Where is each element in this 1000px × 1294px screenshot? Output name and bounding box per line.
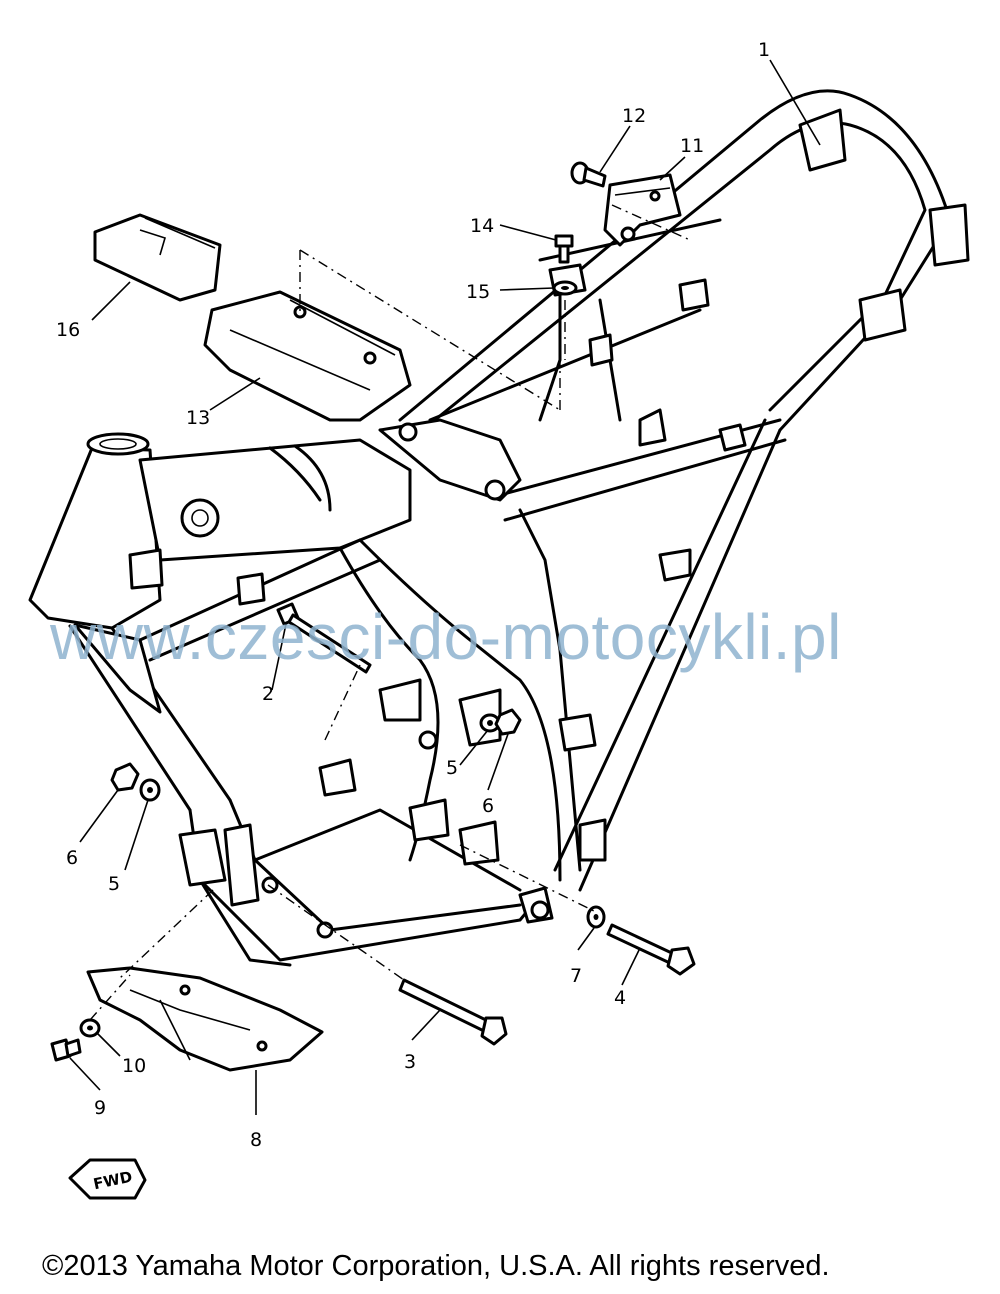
callout-7: 7 bbox=[570, 965, 582, 987]
assembly-lines bbox=[89, 204, 691, 1021]
callout-6a: 6 bbox=[66, 847, 78, 869]
callout-5b: 5 bbox=[446, 757, 458, 779]
washer-7 bbox=[586, 905, 606, 929]
callout-labels: 1 2 3 4 5 5 6 6 7 8 9 10 11 12 13 14 15 … bbox=[56, 39, 770, 1151]
bracket-11 bbox=[603, 173, 682, 247]
callout-13: 13 bbox=[186, 407, 210, 429]
fwd-arrow-icon: FWD bbox=[68, 1158, 147, 1200]
callout-15: 15 bbox=[466, 281, 490, 303]
skid-plate bbox=[86, 966, 324, 1072]
callout-10: 10 bbox=[122, 1055, 146, 1077]
callout-11: 11 bbox=[680, 135, 704, 157]
air-box-cover bbox=[203, 290, 412, 422]
callout-5a: 5 bbox=[108, 873, 120, 895]
copyright-notice: ©2013 Yamaha Motor Corporation, U.S.A. A… bbox=[42, 1250, 830, 1282]
callout-16: 16 bbox=[56, 319, 80, 341]
callout-9: 9 bbox=[94, 1097, 106, 1119]
bolt-4 bbox=[606, 923, 696, 976]
bolt-2 bbox=[276, 602, 372, 674]
nut-6-left bbox=[110, 762, 140, 792]
callout-2: 2 bbox=[262, 683, 274, 705]
battery-pad bbox=[93, 213, 222, 302]
callout-4: 4 bbox=[614, 987, 626, 1009]
callout-1: 1 bbox=[758, 39, 770, 61]
bolt-12 bbox=[570, 161, 607, 188]
bolt-14 bbox=[554, 234, 574, 264]
main-frame bbox=[28, 89, 970, 967]
callout-8: 8 bbox=[250, 1129, 262, 1151]
bolt-3 bbox=[398, 978, 508, 1046]
callout-12: 12 bbox=[622, 105, 646, 127]
callout-3: 3 bbox=[404, 1051, 416, 1073]
callout-14: 14 bbox=[470, 215, 494, 237]
washer-5-left bbox=[139, 778, 161, 802]
washer-15 bbox=[552, 280, 578, 296]
nut-6-center bbox=[494, 708, 522, 736]
callout-6b: 6 bbox=[482, 795, 494, 817]
callout-leaders bbox=[69, 59, 821, 1115]
bolt-9 bbox=[50, 1038, 82, 1062]
washer-10 bbox=[79, 1018, 101, 1038]
